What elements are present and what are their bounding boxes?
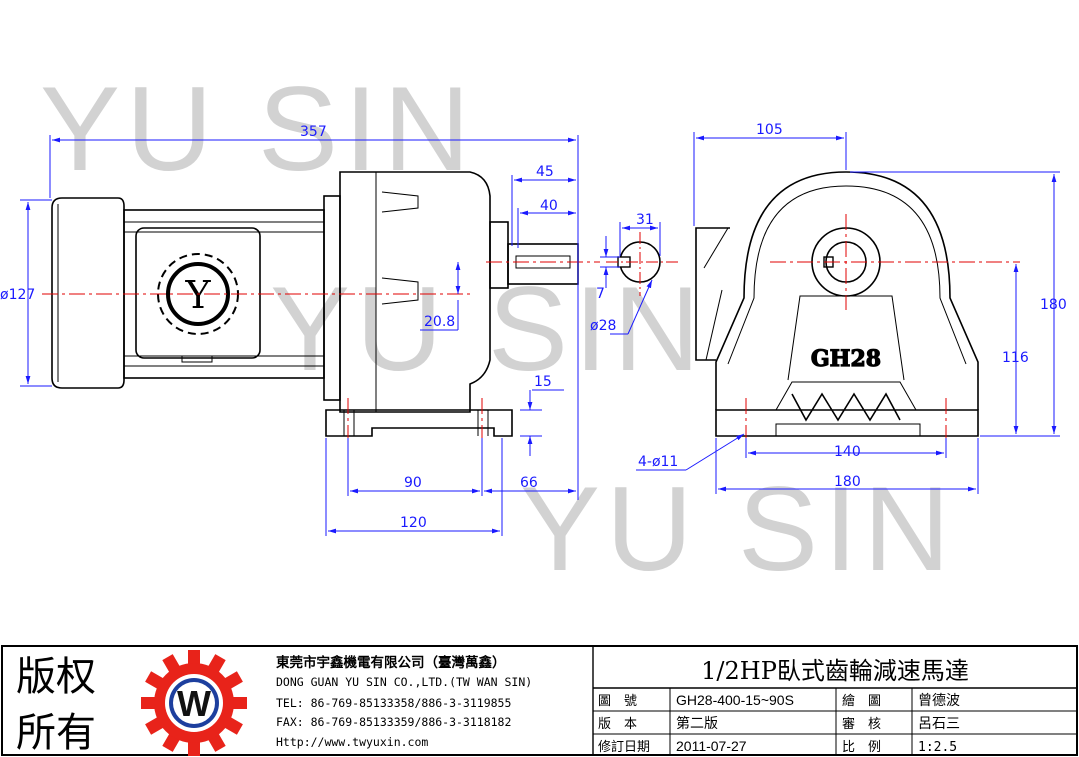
dim-180-width: 180 — [834, 474, 861, 490]
dim-20-8: 20.8 — [424, 314, 455, 330]
product-title: 1/2HP臥式齒輪減速馬達 — [701, 657, 969, 685]
drawing-no-label: 圖 號 — [598, 694, 637, 709]
dim-31: 31 — [636, 212, 654, 228]
dim-127: ø127 — [0, 287, 35, 303]
company-logo-letter: W — [177, 683, 211, 724]
dim-40: 40 — [540, 198, 558, 214]
gearbox-housing — [339, 171, 491, 413]
revised-date: 2011-07-27 — [676, 738, 747, 754]
company-tel: TEL: 86-769-85133358/886-3-3119855 — [276, 696, 511, 710]
gearbox-front — [715, 171, 979, 410]
centerlines-front — [745, 214, 1020, 446]
motor-logo-letter: Y — [184, 273, 211, 317]
rights-line1: 版权 — [16, 654, 96, 700]
dimensions-side — [20, 135, 579, 536]
dim-120: 120 — [400, 515, 427, 531]
company-fax: FAX: 86-769-85133359/886-3-3118182 — [276, 715, 511, 729]
dim-15: 15 — [534, 374, 552, 390]
dim-90: 90 — [404, 475, 422, 491]
company-gear-logo: W — [141, 650, 247, 756]
dim-180-height: 180 — [1040, 297, 1067, 313]
company-name-cn: 東莞市宇鑫機電有限公司（臺灣萬鑫） — [276, 654, 506, 671]
dimension-labels-side: 357 45 40 ø127 20.8 15 90 66 120 — [0, 124, 558, 531]
fan-cover — [51, 197, 125, 389]
drawing-no: GH28-400-15~90S — [676, 692, 794, 708]
shaft-section: 31 7 ø28 — [590, 212, 678, 335]
watermark-bottom: YU SIN — [520, 462, 956, 596]
version: 第二版 — [676, 715, 718, 732]
scale: 1:2.5 — [918, 740, 957, 755]
dim-116: 116 — [1002, 350, 1029, 366]
scale-label: 比 例 — [842, 740, 881, 755]
drawn-by: 曾德波 — [918, 693, 960, 709]
dim-66: 66 — [520, 475, 538, 491]
dimension-labels-front: 105 180 116 140 180 4-ø11 — [638, 122, 1067, 490]
centerlines-side — [42, 261, 600, 442]
company-web: Http://www.twyuxin.com — [276, 735, 428, 749]
terminal-box — [135, 227, 261, 359]
dim-105: 105 — [756, 122, 783, 138]
reviewed-by: 呂石三 — [918, 716, 960, 732]
dim-140: 140 — [834, 444, 861, 460]
dim-357: 357 — [300, 124, 327, 140]
version-label: 版 本 — [598, 717, 637, 732]
dim-28: ø28 — [590, 318, 616, 334]
dim-7: 7 — [596, 286, 605, 302]
drawn-by-label: 繪 圖 — [842, 693, 881, 709]
dim-holes: 4-ø11 — [638, 454, 678, 470]
reviewed-by-label: 審 核 — [842, 717, 881, 732]
dim-45: 45 — [536, 164, 554, 180]
gearbox-model-cast: GH28 — [811, 346, 881, 372]
watermark-top: YU SIN — [40, 62, 476, 196]
dimensions-front — [636, 132, 1060, 494]
watermark-group: YU SIN YU SIN YU SIN — [40, 62, 956, 596]
title-block: 版权 所有 W 東莞市宇鑫機電有限公司（臺灣 — [1, 645, 1078, 756]
front-view — [695, 171, 979, 437]
mounting-base — [325, 409, 513, 437]
revised-date-label: 修訂日期 — [598, 739, 650, 755]
company-name-en: DONG GUAN YU SIN CO.,LTD.(TW WAN SIN) — [276, 675, 532, 689]
rights-line2: 所有 — [16, 710, 96, 756]
